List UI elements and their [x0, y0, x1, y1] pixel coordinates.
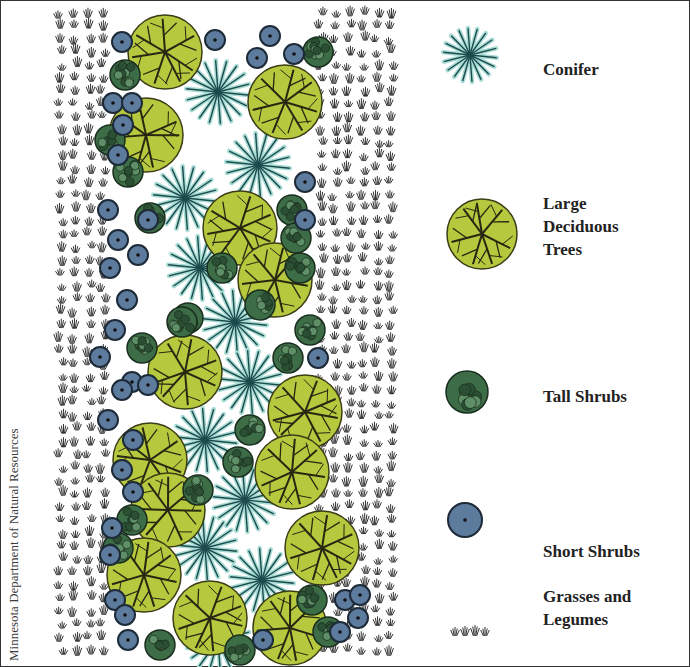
short-shrub-symbol [138, 210, 158, 230]
tall-shrub-symbol [273, 343, 303, 373]
legend-label: Conifer [543, 58, 683, 81]
short-shrub-symbol [115, 605, 135, 625]
tall-shrub-symbol [303, 37, 333, 67]
conifer-symbol [226, 133, 290, 197]
short-shrub-symbol [284, 44, 304, 64]
short-shrub-symbol [138, 375, 158, 395]
tall-shrub-symbol [285, 253, 315, 283]
short-shrub-symbol [117, 290, 137, 310]
tall-shrub-symbol [295, 315, 325, 345]
short-shrub-symbol [103, 93, 123, 113]
short-shrub-symbol [205, 30, 225, 50]
short-shrub-symbol [112, 32, 132, 52]
legend-label: Grasses and Legumes [543, 585, 671, 631]
tall-shrub-symbol [245, 290, 275, 320]
tall-shrub-symbol [135, 203, 165, 233]
short-shrub-symbol [128, 245, 148, 265]
short-shrub-symbol [113, 115, 133, 135]
deciduous-symbol [255, 435, 329, 509]
tall-shrub-symbol [145, 630, 175, 660]
short-shrub-symbol [122, 93, 142, 113]
short-shrub-symbol [123, 430, 143, 450]
short-shrub-symbol [260, 26, 280, 46]
short-shrub-symbol [295, 172, 315, 192]
short-shrub-symbol [448, 503, 482, 537]
deciduous-symbol [285, 511, 359, 585]
deciduous-symbol [148, 335, 222, 409]
short-shrub-symbol [350, 585, 370, 605]
tall-shrub-symbol [297, 585, 327, 615]
short-shrub-symbol [98, 200, 118, 220]
tall-shrub-symbols [95, 37, 343, 665]
short-shrub-symbol [100, 545, 120, 565]
short-shrub-symbol [330, 622, 350, 642]
short-shrub-symbol [295, 210, 315, 230]
tall-shrub-symbol [223, 447, 253, 477]
short-shrub-symbol [253, 630, 273, 650]
short-shrub-symbol [112, 380, 132, 400]
short-shrub-symbol [108, 230, 128, 250]
deciduous-symbols [107, 15, 359, 665]
short-shrub-symbols [90, 26, 370, 650]
short-shrub-symbol [247, 48, 267, 68]
tall-shrub-symbol [167, 307, 197, 337]
deciduous-symbol [447, 199, 517, 269]
tall-shrub-symbol [127, 333, 157, 363]
short-shrub-symbol [105, 320, 125, 340]
short-shrub-symbol [118, 630, 138, 650]
conifer-symbol [443, 28, 497, 82]
short-shrub-symbol [308, 348, 328, 368]
credit-watermark: Minnesota Department of Natural Resource… [6, 429, 22, 661]
tall-shrub-symbol [225, 635, 255, 665]
tall-shrub-symbol [183, 475, 213, 505]
grass-tufts [54, 6, 399, 656]
legend-label: Short Shrubs [543, 540, 683, 563]
short-shrub-symbol [108, 145, 128, 165]
legend-symbols [443, 28, 517, 636]
short-shrub-symbol [98, 410, 118, 430]
short-shrub-symbol [123, 482, 143, 502]
conifer-symbol [203, 290, 267, 354]
deciduous-symbol [248, 65, 322, 139]
short-shrub-symbol [348, 608, 368, 628]
short-shrub-symbol [102, 518, 122, 538]
tall-shrub-symbol [110, 60, 140, 90]
short-shrub-symbol [112, 460, 132, 480]
tall-shrub-symbol [446, 371, 488, 413]
short-shrub-symbol [90, 347, 110, 367]
legend-label: Tall Shrubs [543, 385, 683, 408]
tall-shrub-symbol [207, 253, 237, 283]
tall-shrub-symbol [235, 415, 265, 445]
short-shrub-symbol [100, 258, 120, 278]
legend-label: Large Deciduous Trees [543, 192, 661, 261]
